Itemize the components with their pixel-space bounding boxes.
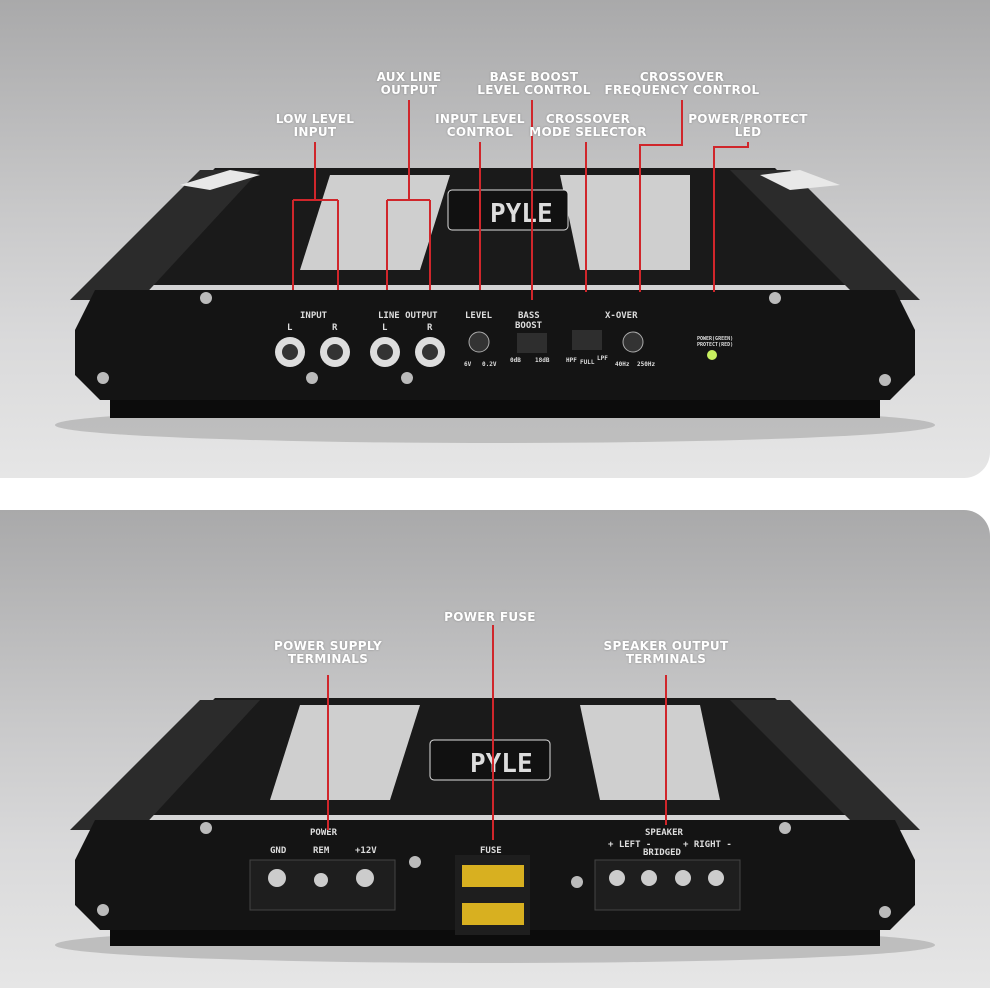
svg-text:18dB: 18dB: [535, 357, 550, 364]
svg-text:INPUT: INPUT: [300, 311, 328, 321]
callout-leader-lines: [292, 100, 749, 300]
callout-leader-lines: [327, 625, 667, 840]
svg-text:BASS: BASS: [518, 311, 540, 321]
svg-text:HPF: HPF: [566, 357, 577, 364]
svg-text:L: L: [382, 323, 388, 333]
svg-text:FULL: FULL: [580, 359, 595, 366]
amplifier-rear-image: PYLE POWER GND REM +12V FUSE SPEAKER + LEF…: [55, 625, 935, 963]
line-output-r-jack[interactable]: [415, 337, 445, 367]
svg-text:R: R: [427, 323, 433, 333]
svg-text:FUSE: FUSE: [480, 846, 502, 856]
svg-text:40Hz: 40Hz: [615, 361, 630, 368]
svg-text:LEVEL: LEVEL: [465, 311, 493, 321]
svg-text:GND: GND: [270, 846, 287, 856]
rear-panel-view: PYLE POWER GND REM +12V FUSE SPEAKER + LEF…: [0, 510, 990, 988]
line-output-l-jack[interactable]: [370, 337, 400, 367]
input-l-jack[interactable]: [275, 337, 305, 367]
svg-text:BOOST: BOOST: [515, 321, 543, 331]
svg-text:POWER: POWER: [310, 828, 338, 838]
svg-text:SPEAKER: SPEAKER: [645, 828, 684, 838]
svg-text:+12V: +12V: [355, 846, 377, 856]
level-knob[interactable]: [468, 331, 490, 353]
input-r-jack[interactable]: [320, 337, 350, 367]
crossover-frequency-knob[interactable]: [622, 331, 644, 353]
svg-text:LPF: LPF: [597, 355, 608, 362]
svg-text:250Hz: 250Hz: [637, 361, 655, 368]
svg-text:+ LEFT -: + LEFT -: [608, 840, 651, 850]
fuse-holder[interactable]: [455, 855, 530, 935]
svg-text:REM: REM: [313, 846, 330, 856]
svg-text:0.2V: 0.2V: [482, 361, 497, 368]
svg-text:6V: 6V: [464, 361, 472, 368]
svg-text:PYLE: PYLE: [470, 749, 533, 779]
bass-boost-switch[interactable]: [517, 333, 547, 353]
svg-text:POWER(GREEN): POWER(GREEN): [697, 336, 733, 342]
svg-text:PYLE: PYLE: [490, 199, 553, 229]
svg-text:+ RIGHT -: + RIGHT -: [683, 840, 732, 850]
power-terminal-block[interactable]: [249, 859, 396, 911]
svg-text:PROTECT(RED): PROTECT(RED): [697, 342, 733, 348]
power-led: [707, 350, 717, 360]
callout-power-fuse: POWER FUSE: [444, 610, 536, 624]
svg-text:X-OVER: X-OVER: [605, 311, 638, 321]
svg-text:L: L: [287, 323, 293, 333]
svg-text:0dB: 0dB: [510, 357, 521, 364]
svg-text:LINE OUTPUT: LINE OUTPUT: [378, 311, 438, 321]
crossover-mode-switch[interactable]: [572, 330, 602, 350]
amplifier-front-image: PYLE INPUT L R LINE OUTPUT L R LEVEL BASSB…: [55, 100, 935, 443]
svg-text:BRIDGED: BRIDGED: [643, 848, 682, 858]
speaker-terminal-block[interactable]: [594, 859, 741, 911]
svg-text:R: R: [332, 323, 338, 333]
